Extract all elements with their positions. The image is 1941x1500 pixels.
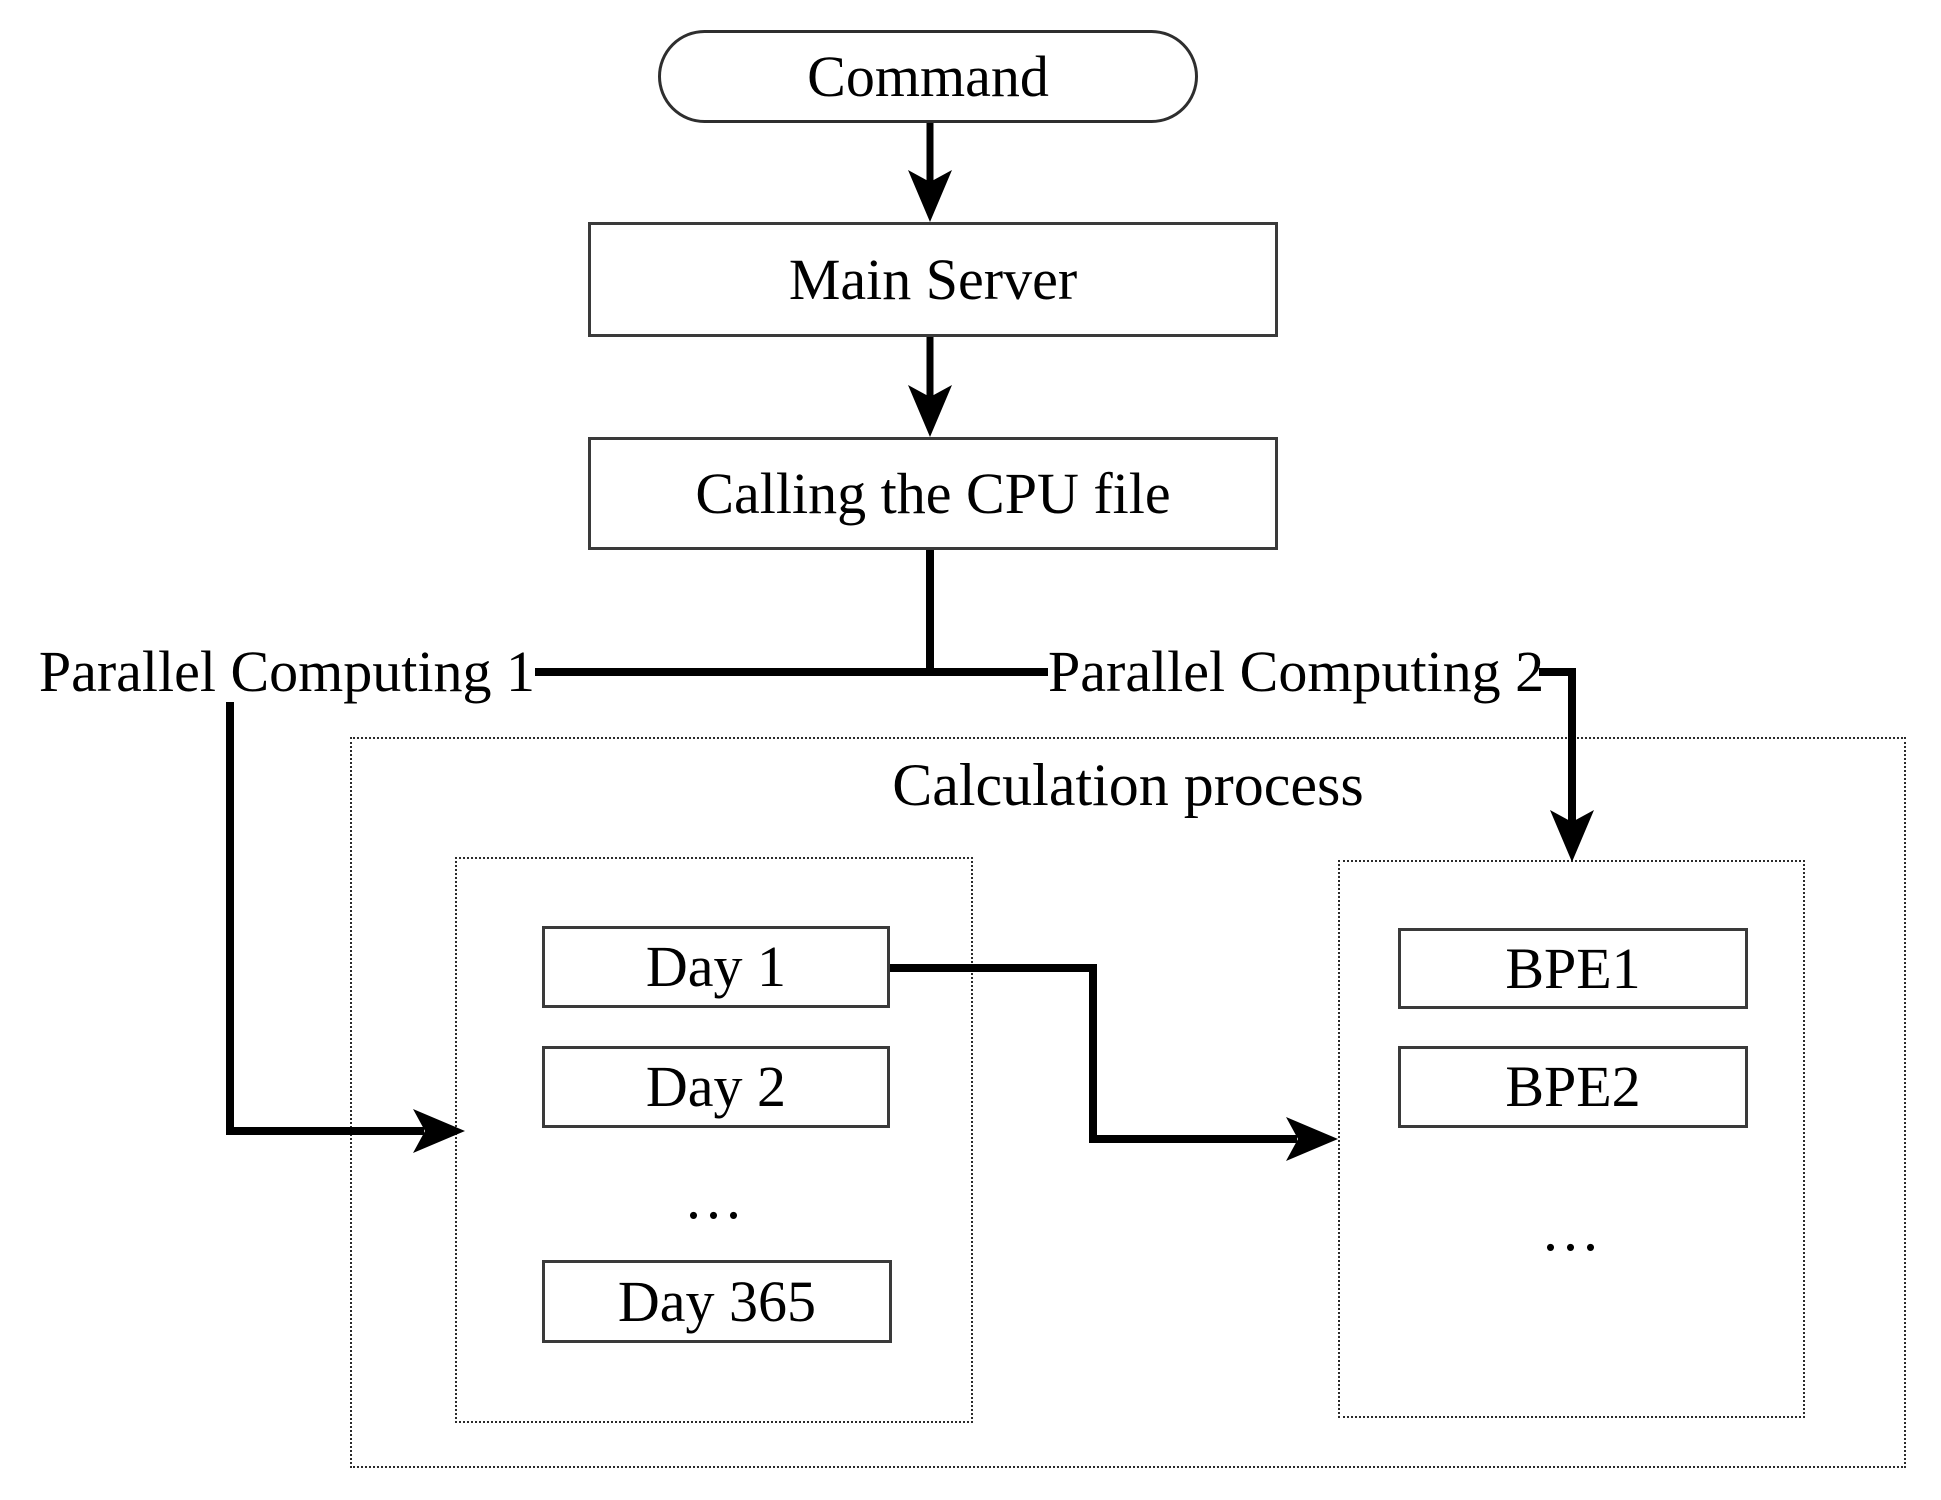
label-parallel-computing-1: Parallel Computing 1 — [38, 639, 535, 704]
node-cpu-file-label: Calling the CPU file — [695, 460, 1171, 526]
arrowhead-down-icon — [908, 170, 952, 222]
node-bpe1: BPE1 — [1398, 928, 1748, 1009]
node-day-2: Day 2 — [542, 1046, 890, 1128]
node-day-1: Day 1 — [542, 926, 890, 1008]
calculation-process-title: Calculation process — [892, 752, 1364, 818]
node-bpe2: BPE2 — [1398, 1046, 1748, 1128]
days-ellipsis: ... — [686, 1165, 746, 1231]
bpe-ellipsis: ... — [1543, 1197, 1603, 1263]
node-bpe2-label: BPE2 — [1505, 1054, 1641, 1119]
node-day-365-label: Day 365 — [617, 1268, 817, 1334]
label-parallel-computing-2: Parallel Computing 2 — [1048, 639, 1545, 704]
node-day-2-label: Day 2 — [645, 1054, 787, 1119]
node-main-server: Main Server — [588, 222, 1278, 337]
node-main-server-label: Main Server — [788, 246, 1078, 312]
node-command: Command — [658, 30, 1198, 123]
node-command-label: Command — [807, 43, 1049, 109]
node-day-1-label: Day 1 — [645, 934, 787, 999]
node-day-365: Day 365 — [542, 1260, 892, 1343]
arrowhead-down-icon — [908, 385, 952, 437]
node-cpu-file: Calling the CPU file — [588, 437, 1278, 550]
node-bpe1-label: BPE1 — [1505, 935, 1641, 1001]
